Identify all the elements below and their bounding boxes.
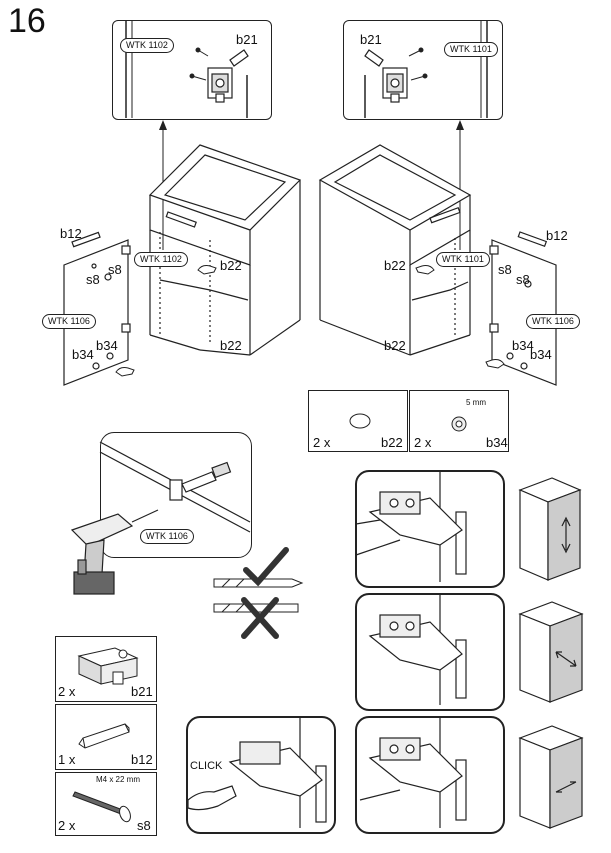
part-box-b34 [409,390,509,452]
code-wtk1102-cabinet: WTK 1102 [134,252,188,267]
label-b12-left: b12 [60,226,82,241]
code-wtk1106-drill: WTK 1106 [140,529,194,544]
label-s8-right-b: s8 [516,272,530,287]
code-wtk1106-left: WTK 1106 [42,314,96,329]
code-wtk1101-top: WTK 1101 [444,42,498,57]
part-box-b22 [308,390,408,452]
label-b22-right-b: b22 [384,338,406,353]
cross-icon [241,597,279,639]
drill-icon [70,509,159,595]
hand-icon [485,359,505,369]
part-box-s8 [55,772,157,836]
part-b21-drawing [77,647,139,685]
code-b22: b22 [381,435,403,450]
detail-box-right [343,20,503,120]
part-s8-drawing [72,791,131,823]
qty-b21: 2 x [58,684,76,699]
label-b34-left-b: b34 [96,338,118,353]
dowel-size: 5 mm [466,398,486,407]
label-s8-left-a: s8 [108,262,122,277]
detail-left-drawing [125,20,249,118]
label-s8-left-b: s8 [86,272,100,287]
hand-icon [115,367,135,377]
label-b22-right-a: b22 [384,258,406,273]
label-b22-left-a: b22 [220,258,242,273]
label-b21-left: b21 [236,32,258,47]
code-b21: b21 [131,684,153,699]
label-s8-right-a: s8 [498,262,512,277]
code-wtk1102-top: WTK 1102 [120,38,174,53]
label-b21-right: b21 [360,32,382,47]
drill-detail-drawing [99,441,251,533]
click-label: CLICK [190,760,223,772]
qty-s8: 2 x [58,818,76,833]
part-box-b21 [55,636,157,702]
hand-icon [197,265,217,275]
part-b22-drawing [349,413,371,429]
label-b12-right: b12 [546,228,568,243]
step-number: 16 [8,2,46,40]
qty-b22: 2 x [313,435,331,450]
part-b34-drawing [451,416,467,432]
screw-size: M4 x 22 mm [96,775,141,784]
label-b34-right-a: b34 [512,338,534,353]
code-wtk1106-right: WTK 1106 [526,314,580,329]
label-b34-right-b: b34 [530,347,552,362]
part-b12-drawing [78,723,130,749]
code-b34: b34 [486,435,508,450]
label-b22-left-b: b22 [220,338,242,353]
label-b34-left-a: b34 [72,347,94,362]
part-box-b12 [55,704,157,770]
qty-b34: 2 x [414,435,432,450]
detail-box-left [112,20,272,120]
code-s8: s8 [137,818,151,833]
detail-right-drawing [364,20,488,118]
code-b12: b12 [131,752,153,767]
hinge-box-1 [355,470,505,588]
qty-b12: 1 x [58,752,76,767]
code-wtk1101-cabinet: WTK 1101 [436,252,490,267]
check-icon [243,547,289,587]
hand-icon [415,265,435,275]
